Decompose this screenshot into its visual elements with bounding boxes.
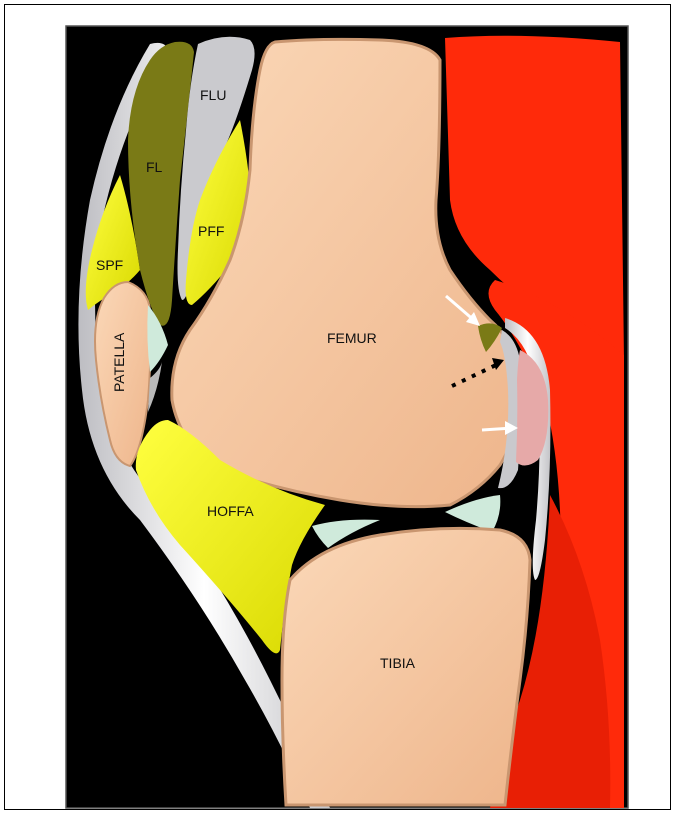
label-fl: FL [146, 159, 163, 175]
label-patella: PATELLA [111, 332, 127, 392]
label-hoffa: HOFFA [207, 503, 254, 519]
label-flu: FLU [200, 87, 226, 103]
label-pff: PFF [198, 223, 224, 239]
label-femur: FEMUR [327, 330, 377, 346]
label-tibia: TIBIA [380, 655, 416, 671]
label-spf: SPF [96, 257, 123, 273]
